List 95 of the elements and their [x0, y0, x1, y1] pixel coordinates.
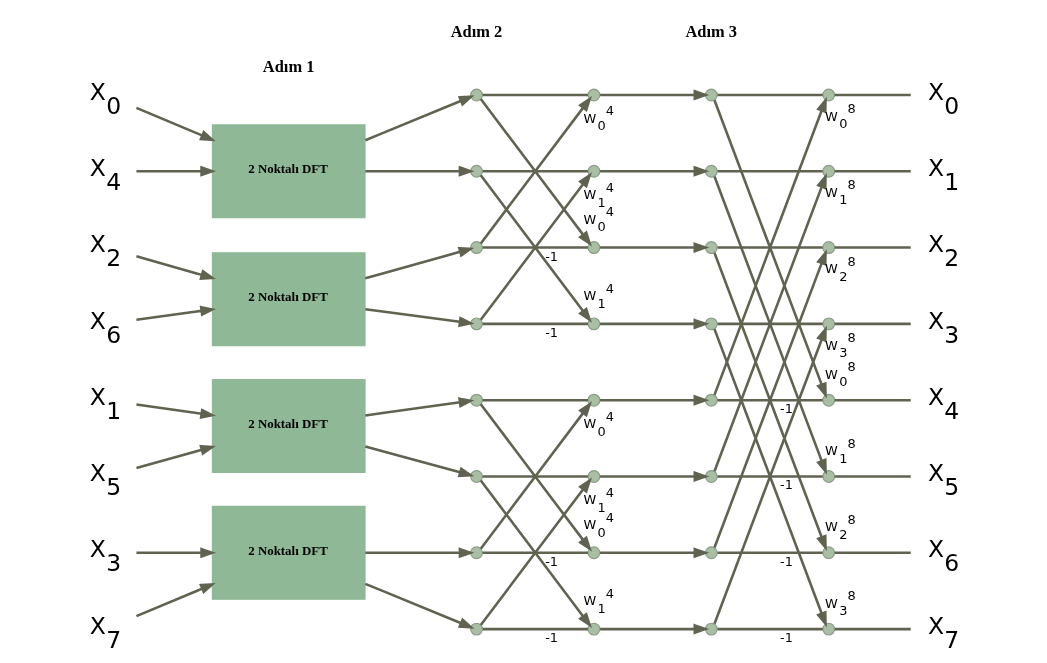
- node-circle: [704, 470, 718, 483]
- node-circle: [587, 241, 601, 254]
- arrow: [136, 255, 216, 280]
- arrow: [600, 623, 710, 635]
- arrow: [365, 397, 475, 417]
- connector: [482, 551, 588, 555]
- arrow: [136, 305, 216, 321]
- node-circle: [587, 164, 601, 178]
- connector: [834, 322, 911, 326]
- node-circle: [470, 622, 483, 636]
- node-circle: [822, 470, 836, 483]
- connector: [717, 246, 823, 249]
- connector: [834, 398, 911, 402]
- edge-label: -1: [545, 248, 559, 264]
- arrow: [365, 165, 475, 177]
- arrow: [600, 242, 710, 254]
- connector: [834, 169, 911, 173]
- arrow: [136, 547, 217, 559]
- arrow: [364, 246, 475, 280]
- node-circle: [470, 164, 483, 178]
- label: Adım 1: [262, 57, 315, 77]
- node-box: 2 Noktalı DFT: [211, 124, 366, 219]
- connector: [717, 551, 823, 555]
- node-circle: [470, 470, 483, 483]
- node-circle: [470, 88, 483, 102]
- arrow: [600, 470, 710, 482]
- arrow: [365, 445, 475, 478]
- node-circle: [704, 317, 718, 331]
- edge-label: -1: [780, 477, 793, 493]
- connector: [717, 398, 823, 402]
- node-circle: [704, 393, 718, 407]
- connector: [717, 93, 823, 97]
- arrow: [600, 165, 710, 177]
- connector: [482, 398, 588, 402]
- node-circle: [822, 164, 836, 178]
- node-circle: [822, 393, 836, 407]
- connector: [834, 551, 911, 555]
- arrow: [136, 444, 216, 470]
- node-circle: [587, 470, 601, 483]
- edge-label: -1: [780, 553, 793, 569]
- connector: [482, 475, 588, 478]
- arrow: [365, 547, 475, 559]
- node-circle: [587, 88, 601, 102]
- node-box: 2 Noktalı DFT: [211, 252, 366, 347]
- connector: [717, 169, 823, 173]
- edge-label: -1: [545, 324, 559, 340]
- node-circle: [470, 317, 483, 331]
- node-circle: [587, 546, 601, 560]
- node-circle: [587, 317, 601, 331]
- label: Adım 3: [685, 22, 738, 42]
- connector: [834, 475, 911, 478]
- node-circle: [822, 546, 836, 560]
- connector: [717, 475, 823, 478]
- node-circle: [587, 622, 601, 636]
- arrow: [136, 403, 216, 420]
- arrow: [365, 307, 475, 328]
- arrow: [364, 95, 475, 142]
- node-circle: [704, 164, 718, 178]
- node-circle: [822, 622, 836, 636]
- arrow: [364, 582, 475, 629]
- connector: [482, 169, 588, 173]
- connector: [482, 246, 588, 249]
- node-circle: [587, 393, 601, 407]
- edge-label: -1: [545, 630, 559, 646]
- connector: [834, 246, 911, 249]
- node-circle: [822, 241, 836, 254]
- edge-label: -1: [780, 630, 793, 646]
- arrow: [600, 547, 710, 559]
- connector: [482, 93, 588, 97]
- node-circle: [470, 393, 483, 407]
- arrow: [135, 106, 216, 142]
- node-circle: [704, 622, 718, 636]
- connector: [834, 627, 911, 631]
- connector: [482, 627, 588, 631]
- arrow: [136, 165, 217, 177]
- connector: [482, 322, 588, 326]
- node-circle: [822, 317, 836, 331]
- arrow: [600, 89, 710, 101]
- connector: [717, 322, 823, 326]
- node-box: 2 Noktalı DFT: [211, 505, 366, 600]
- node-box: 2 Noktalı DFT: [211, 379, 366, 473]
- node-circle: [470, 546, 483, 560]
- arrow: [600, 318, 710, 330]
- connector: [834, 93, 911, 97]
- connector: [717, 627, 823, 631]
- arrow: [135, 582, 216, 618]
- node-circle: [704, 241, 718, 254]
- node-circle: [704, 546, 718, 560]
- node-circle: [470, 241, 483, 254]
- edge-label: -1: [780, 401, 793, 417]
- node-circle: [822, 88, 836, 102]
- label: Adım 2: [450, 22, 503, 42]
- edge-label: -1: [545, 553, 559, 569]
- node-circle: [704, 88, 718, 102]
- arrow: [600, 394, 710, 406]
